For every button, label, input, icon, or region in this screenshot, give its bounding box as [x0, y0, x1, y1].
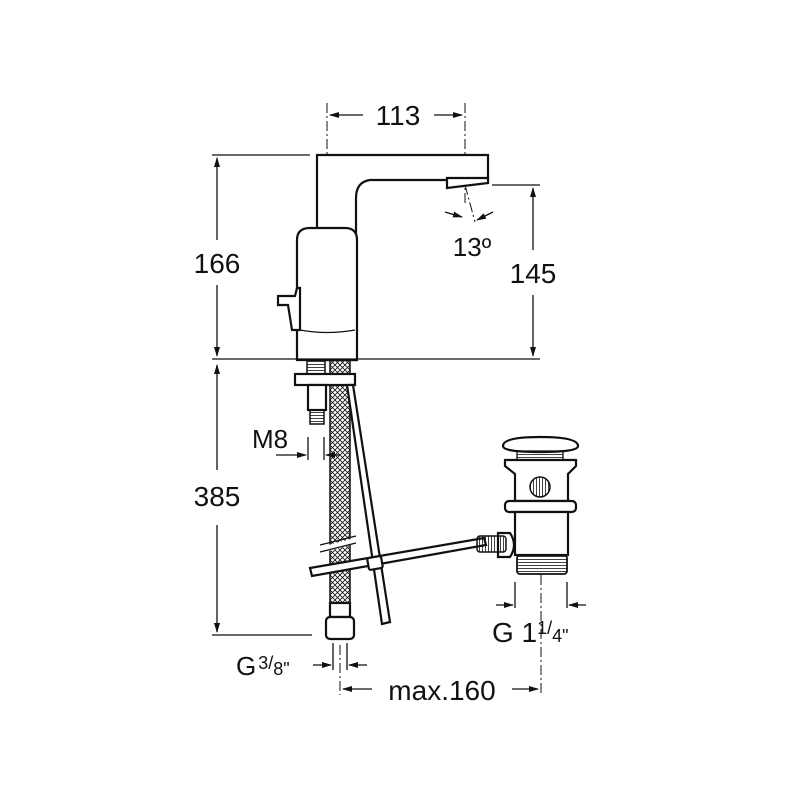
- flexible-hose: [329, 384, 351, 614]
- dim-spout-height: 145: [510, 258, 557, 289]
- centerlines: [326, 103, 542, 695]
- mixer-body: [295, 226, 359, 362]
- dim-spout-angle: 13º: [453, 232, 492, 262]
- hose-connection-denominator: 8": [273, 659, 289, 679]
- waste-thread: [516, 554, 568, 575]
- dim-hose-length: 385: [194, 481, 241, 512]
- dimension-lines: [212, 112, 586, 692]
- dim-max-distance: max.160: [388, 675, 495, 706]
- aerator: [445, 176, 490, 190]
- rod-clamp: [366, 555, 384, 571]
- dim-spout-reach: 113: [376, 100, 421, 131]
- hose-nut: [324, 615, 356, 641]
- rod-connector: [476, 535, 507, 553]
- mounting-plate: [293, 372, 357, 387]
- mounting-parts: [293, 359, 488, 641]
- lift-rod: [345, 383, 392, 626]
- waste-thread-base: G 1: [492, 617, 537, 648]
- waste-thread-denominator: 4": [552, 626, 568, 646]
- waste-thread-numerator: 1: [537, 618, 547, 638]
- dim-total-height: 166: [194, 248, 241, 279]
- hose-connection-base: G: [236, 651, 256, 681]
- faucet-body: [276, 153, 490, 362]
- pop-up-waste: [476, 435, 580, 575]
- lift-knob: [276, 286, 302, 332]
- dim-stud-thread: M8: [252, 424, 288, 454]
- waste-cap: [501, 435, 580, 454]
- threaded-stud: [306, 383, 328, 412]
- hose-connection-numerator: 3: [258, 653, 268, 673]
- dim-waste-thread: G 11/4": [492, 617, 569, 648]
